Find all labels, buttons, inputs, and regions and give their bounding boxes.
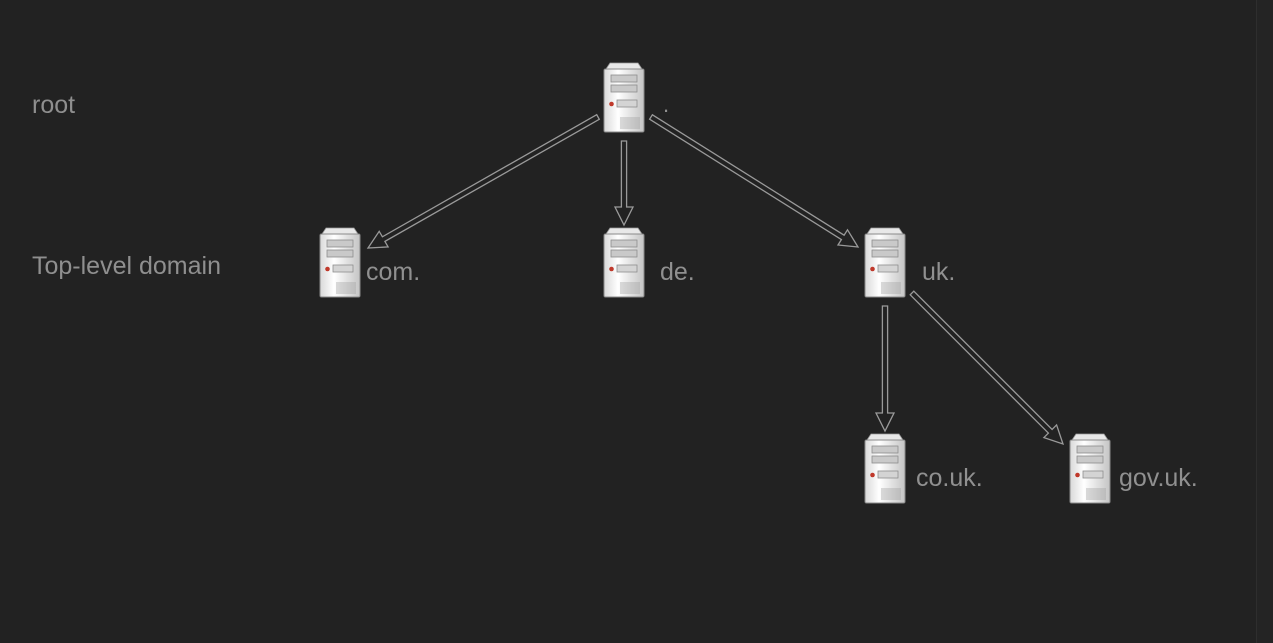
- server-icon: [603, 62, 645, 133]
- scrollbar-track[interactable]: [1256, 0, 1273, 643]
- server-icon: [319, 227, 361, 298]
- arrow-root-to-com: [366, 113, 601, 249]
- server-icon: [864, 433, 906, 504]
- arrow-root-to-uk: [648, 113, 860, 248]
- arrow-root-to-de: [613, 140, 635, 227]
- arrow-uk-to-co-uk: [874, 305, 896, 433]
- node-label-uk: uk.: [922, 258, 956, 286]
- server-icon: [603, 227, 645, 298]
- server-icon: [1069, 433, 1111, 504]
- server-icon: [864, 227, 906, 298]
- nodes-layer: [319, 62, 1111, 504]
- node-label-gov-uk: gov.uk.: [1119, 464, 1198, 492]
- edges-layer: [366, 113, 1065, 446]
- level-label-root: root: [32, 91, 76, 119]
- level-label-top-level-domain: Top-level domain: [32, 252, 221, 280]
- node-label-de: de.: [660, 258, 695, 286]
- node-label-com: com.: [366, 258, 421, 286]
- node-label-co-uk: co.uk.: [916, 464, 983, 492]
- arrow-uk-to-gov-uk: [909, 290, 1065, 446]
- node-label-root: .: [663, 92, 670, 117]
